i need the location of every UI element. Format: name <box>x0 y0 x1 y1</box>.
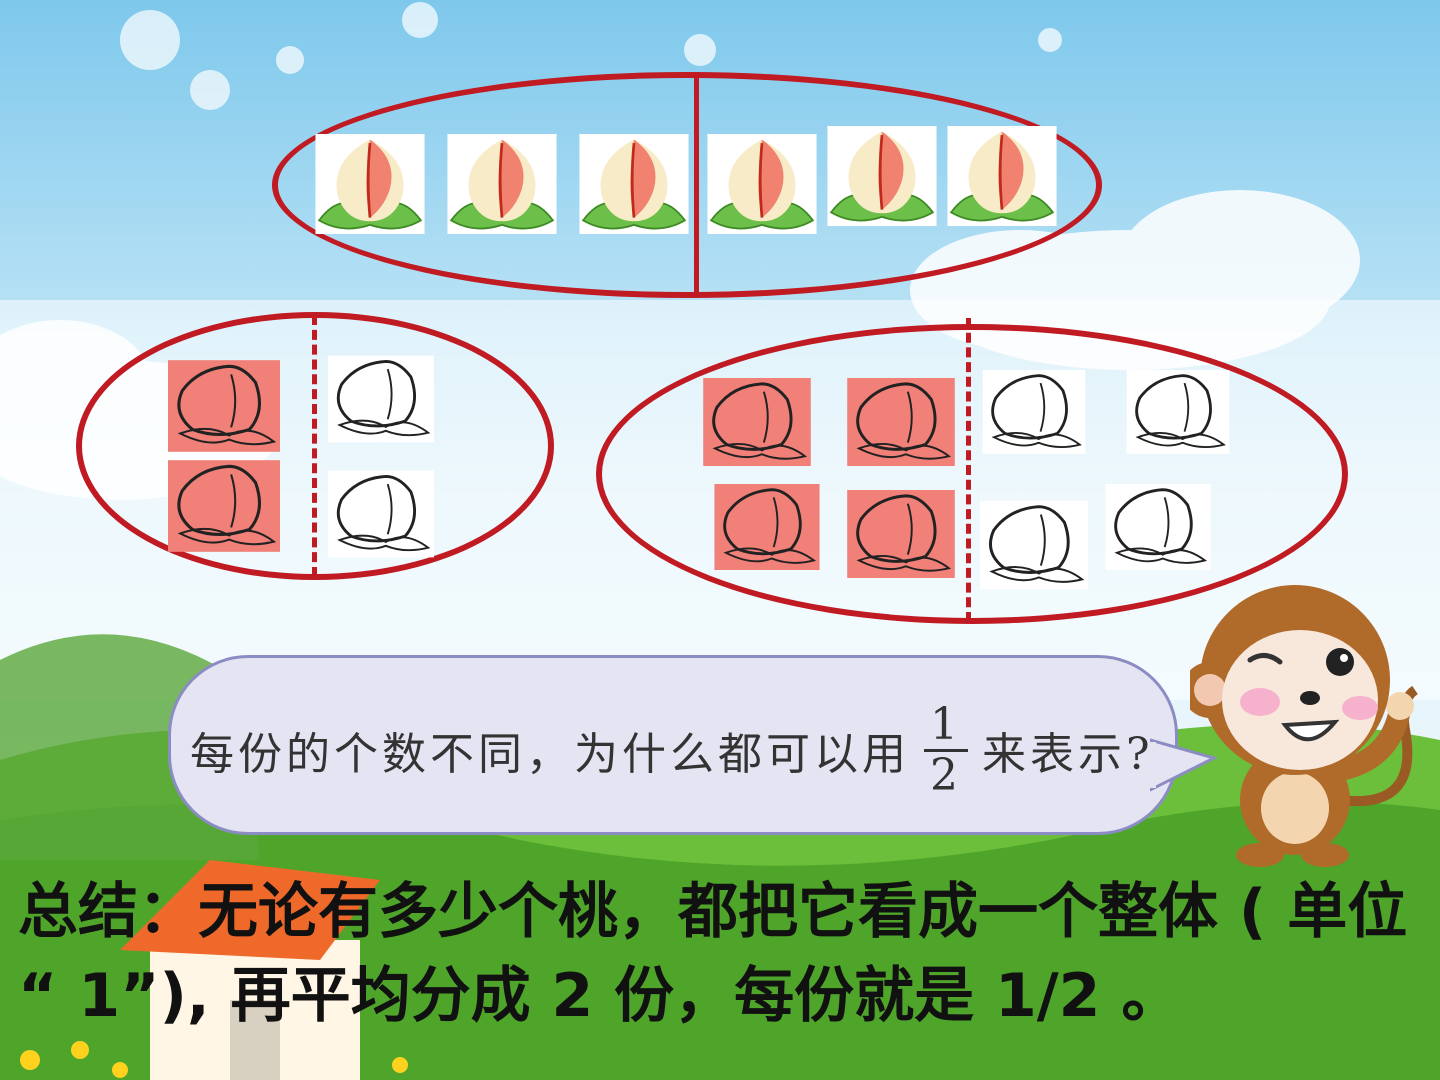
question-text-before: 每份的个数不同，为什么都可以用 <box>190 729 910 780</box>
fraction-bar <box>924 748 968 752</box>
fraction-numerator: 1 <box>930 698 962 750</box>
peach-icon <box>447 134 557 234</box>
peach-icon <box>579 134 689 234</box>
peach-shaded-icon <box>847 490 955 578</box>
group-four-peaches-divider <box>312 315 317 577</box>
speech-bubble-tail <box>1150 738 1219 792</box>
peach-outline-icon <box>980 500 1088 590</box>
peach-outline-icon <box>1105 484 1211 570</box>
group-eight-peaches-divider <box>966 318 971 622</box>
sparkle-circles <box>120 2 1062 110</box>
peach-icon <box>707 134 817 234</box>
peach-outline-icon <box>328 470 434 558</box>
fraction-denominator: 2 <box>930 749 962 801</box>
peach-shaded-icon <box>168 360 280 452</box>
question-text-after: 来表示? <box>982 729 1154 780</box>
peach-icon <box>947 126 1057 226</box>
peach-outline-icon <box>982 370 1086 454</box>
question-text: 每份的个数不同，为什么都可以用 1 2 来表示? <box>190 700 1154 800</box>
group-six-peaches-divider <box>694 72 699 298</box>
peach-outline-icon <box>1126 370 1230 454</box>
peach-shaded-icon <box>847 378 955 466</box>
flower-icons <box>20 1041 408 1078</box>
peach-shaded-icon <box>714 484 820 570</box>
group-six-peaches-oval <box>272 72 1102 298</box>
speech-bubble <box>168 655 1178 835</box>
peach-shaded-icon <box>703 378 811 466</box>
group-eight-peaches-oval <box>596 324 1348 624</box>
monkey-mascot-icon <box>1190 585 1419 867</box>
peach-outline-icon <box>328 355 434 443</box>
summary-text: 总结：无论有多少个桃，都把它看成一个整体 ( 单位 “ 1”), 再平均分成 2… <box>18 877 1408 1031</box>
peach-icon <box>827 126 937 226</box>
house-icon <box>120 860 380 1080</box>
peach-shaded-icon <box>168 460 280 552</box>
fraction-one-half: 1 2 <box>924 698 968 801</box>
peach-icon <box>315 134 425 234</box>
